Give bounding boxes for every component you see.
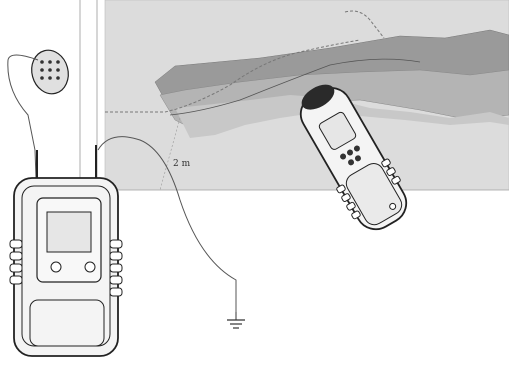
ground-icon — [227, 312, 245, 328]
distance-label: 2 m — [173, 159, 191, 169]
socket-icon — [27, 46, 73, 98]
